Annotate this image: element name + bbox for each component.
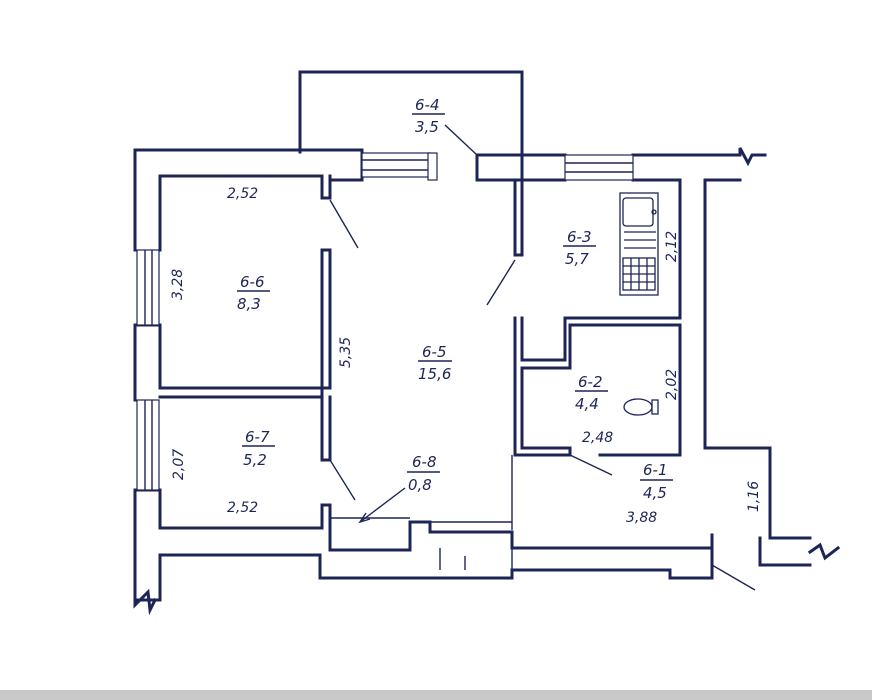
balcony-walls [298, 70, 524, 157]
dimension-labels: 2,52 3,28 5,35 2,12 2,02 2,48 2,07 2,52 … [170, 186, 762, 526]
room-6-2-id: 6-2 [578, 373, 603, 391]
door-swings [329, 124, 756, 591]
room-6-8-area: 0,8 [408, 476, 432, 494]
outer-walls [133, 147, 841, 616]
room-6-6-area: 8,3 [237, 295, 261, 313]
room-6-3-id: 6-3 [567, 228, 592, 246]
dim-room67-height: 2,07 [171, 449, 187, 480]
room-6-4-id: 6-4 [415, 96, 440, 114]
room-6-6-id: 6-6 [240, 273, 265, 291]
dim-bath-width: 2,48 [582, 430, 613, 446]
interior-walls [158, 178, 714, 570]
room-6-7-area: 5,2 [243, 451, 267, 469]
scan-edge [0, 690, 872, 700]
dim-hall-length: 3,88 [626, 510, 657, 526]
room-6-4-area: 3,5 [415, 118, 439, 136]
room-labels: 6-4 3,5 6-6 8,3 6-3 5,7 6-5 15,6 6-2 4,4… [237, 96, 673, 502]
room-6-3-area: 5,7 [565, 250, 589, 268]
windows [136, 152, 634, 491]
dim-room66-height: 3,28 [170, 269, 186, 300]
room-6-7-id: 6-7 [245, 428, 270, 446]
room-6-1-id: 6-1 [643, 461, 668, 479]
dim-room66-width: 2,52 [227, 186, 258, 202]
dim-corridor-length: 5,35 [338, 337, 354, 368]
kitchen-counter [619, 192, 659, 296]
room-6-5-area: 15,6 [418, 365, 451, 383]
toilet-icon [623, 398, 659, 416]
room-6-2-area: 4,4 [575, 395, 599, 413]
dim-bath-height: 2,02 [664, 369, 680, 400]
sink-icon [622, 197, 654, 227]
room-6-5-id: 6-5 [422, 343, 447, 361]
room-6-1-area: 4,5 [643, 484, 667, 502]
closet-arrow [358, 487, 406, 524]
room-6-8-id: 6-8 [412, 453, 437, 471]
dim-hall-depth: 1,16 [746, 481, 762, 512]
dim-room67-width: 2,52 [227, 500, 258, 516]
dim-kitchen-depth: 2,12 [664, 231, 680, 262]
